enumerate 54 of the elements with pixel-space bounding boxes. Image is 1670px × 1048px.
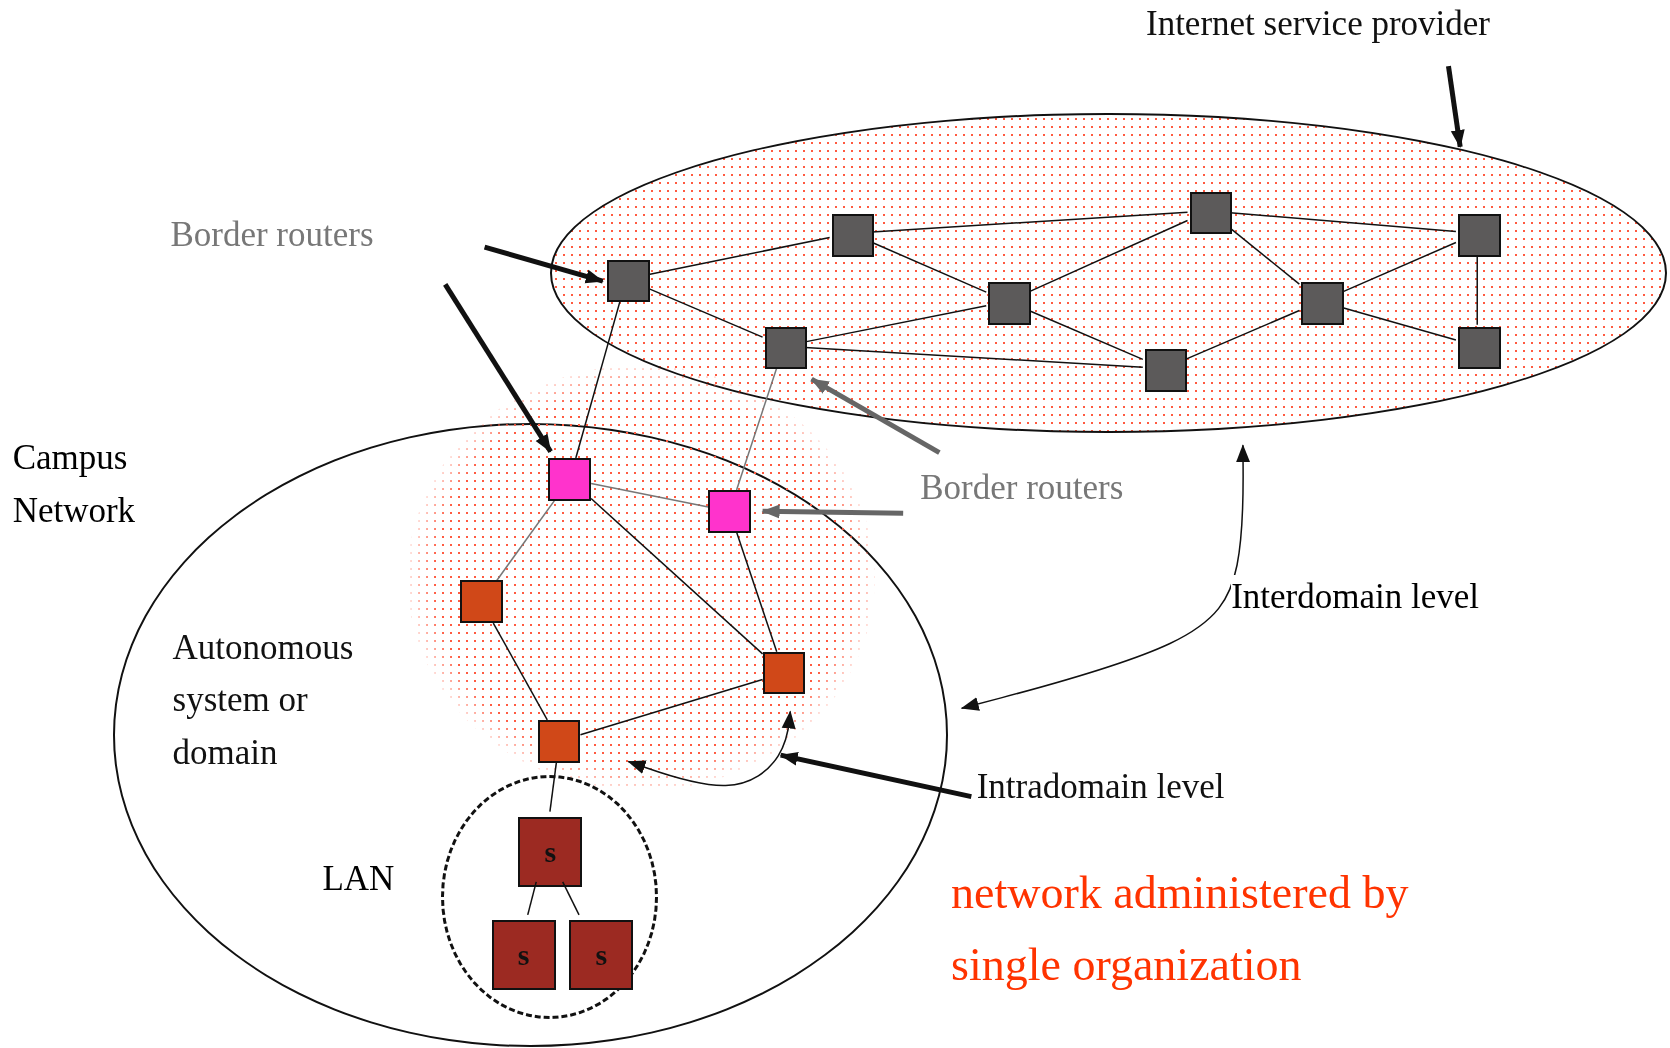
arrow bbox=[1446, 65, 1465, 148]
link-line bbox=[871, 241, 987, 293]
link-line bbox=[590, 497, 764, 655]
router-square bbox=[764, 326, 808, 370]
callout-label: Internet service provider bbox=[1146, 2, 1490, 46]
router-square bbox=[1457, 213, 1501, 257]
region-label: Campus Network bbox=[12, 437, 137, 532]
server-box: s bbox=[491, 919, 556, 991]
link-line bbox=[1184, 309, 1301, 361]
router-square bbox=[1144, 349, 1188, 392]
link-line bbox=[1341, 306, 1457, 341]
callout-label: Border routers bbox=[920, 466, 1124, 511]
link-line bbox=[1229, 211, 1457, 233]
link-line bbox=[575, 299, 621, 459]
arrow bbox=[779, 751, 972, 800]
link-line bbox=[735, 531, 778, 653]
region-label: Autonomous system or domain bbox=[172, 627, 355, 774]
arrow bbox=[483, 244, 604, 284]
double-arrow bbox=[627, 710, 796, 787]
double-arrow bbox=[960, 444, 1251, 711]
link-line bbox=[735, 366, 778, 491]
server-box: s bbox=[569, 919, 634, 991]
link-line bbox=[561, 881, 580, 916]
link-line bbox=[804, 304, 987, 343]
arrow bbox=[443, 283, 553, 453]
link-line bbox=[804, 346, 1144, 368]
link-line bbox=[871, 211, 1189, 233]
link-line bbox=[1229, 227, 1301, 285]
link-line bbox=[1028, 219, 1189, 293]
router-square bbox=[988, 282, 1031, 325]
link-line bbox=[496, 499, 556, 582]
router-square bbox=[762, 651, 806, 695]
router-square bbox=[708, 489, 751, 533]
link-line bbox=[527, 881, 537, 916]
router-square bbox=[548, 457, 592, 501]
link-line bbox=[1341, 241, 1457, 293]
callout-label: Border routers bbox=[170, 213, 374, 257]
router-square bbox=[460, 580, 503, 624]
link-line bbox=[1028, 309, 1144, 361]
router-square bbox=[1457, 326, 1501, 370]
note-text: network administered by single organization bbox=[951, 866, 1410, 992]
router-square bbox=[537, 719, 581, 763]
server-box: s bbox=[518, 816, 583, 887]
router-square bbox=[1189, 191, 1233, 235]
callout-label: Intradomain level bbox=[976, 764, 1225, 809]
router-square bbox=[1301, 282, 1344, 325]
router-square bbox=[606, 259, 650, 303]
region-label: LAN bbox=[322, 857, 395, 900]
link-line bbox=[492, 622, 549, 721]
link-line bbox=[590, 482, 709, 508]
arrow bbox=[761, 504, 904, 519]
router-square bbox=[831, 213, 875, 257]
link-line bbox=[579, 678, 764, 736]
arrow bbox=[810, 377, 941, 455]
